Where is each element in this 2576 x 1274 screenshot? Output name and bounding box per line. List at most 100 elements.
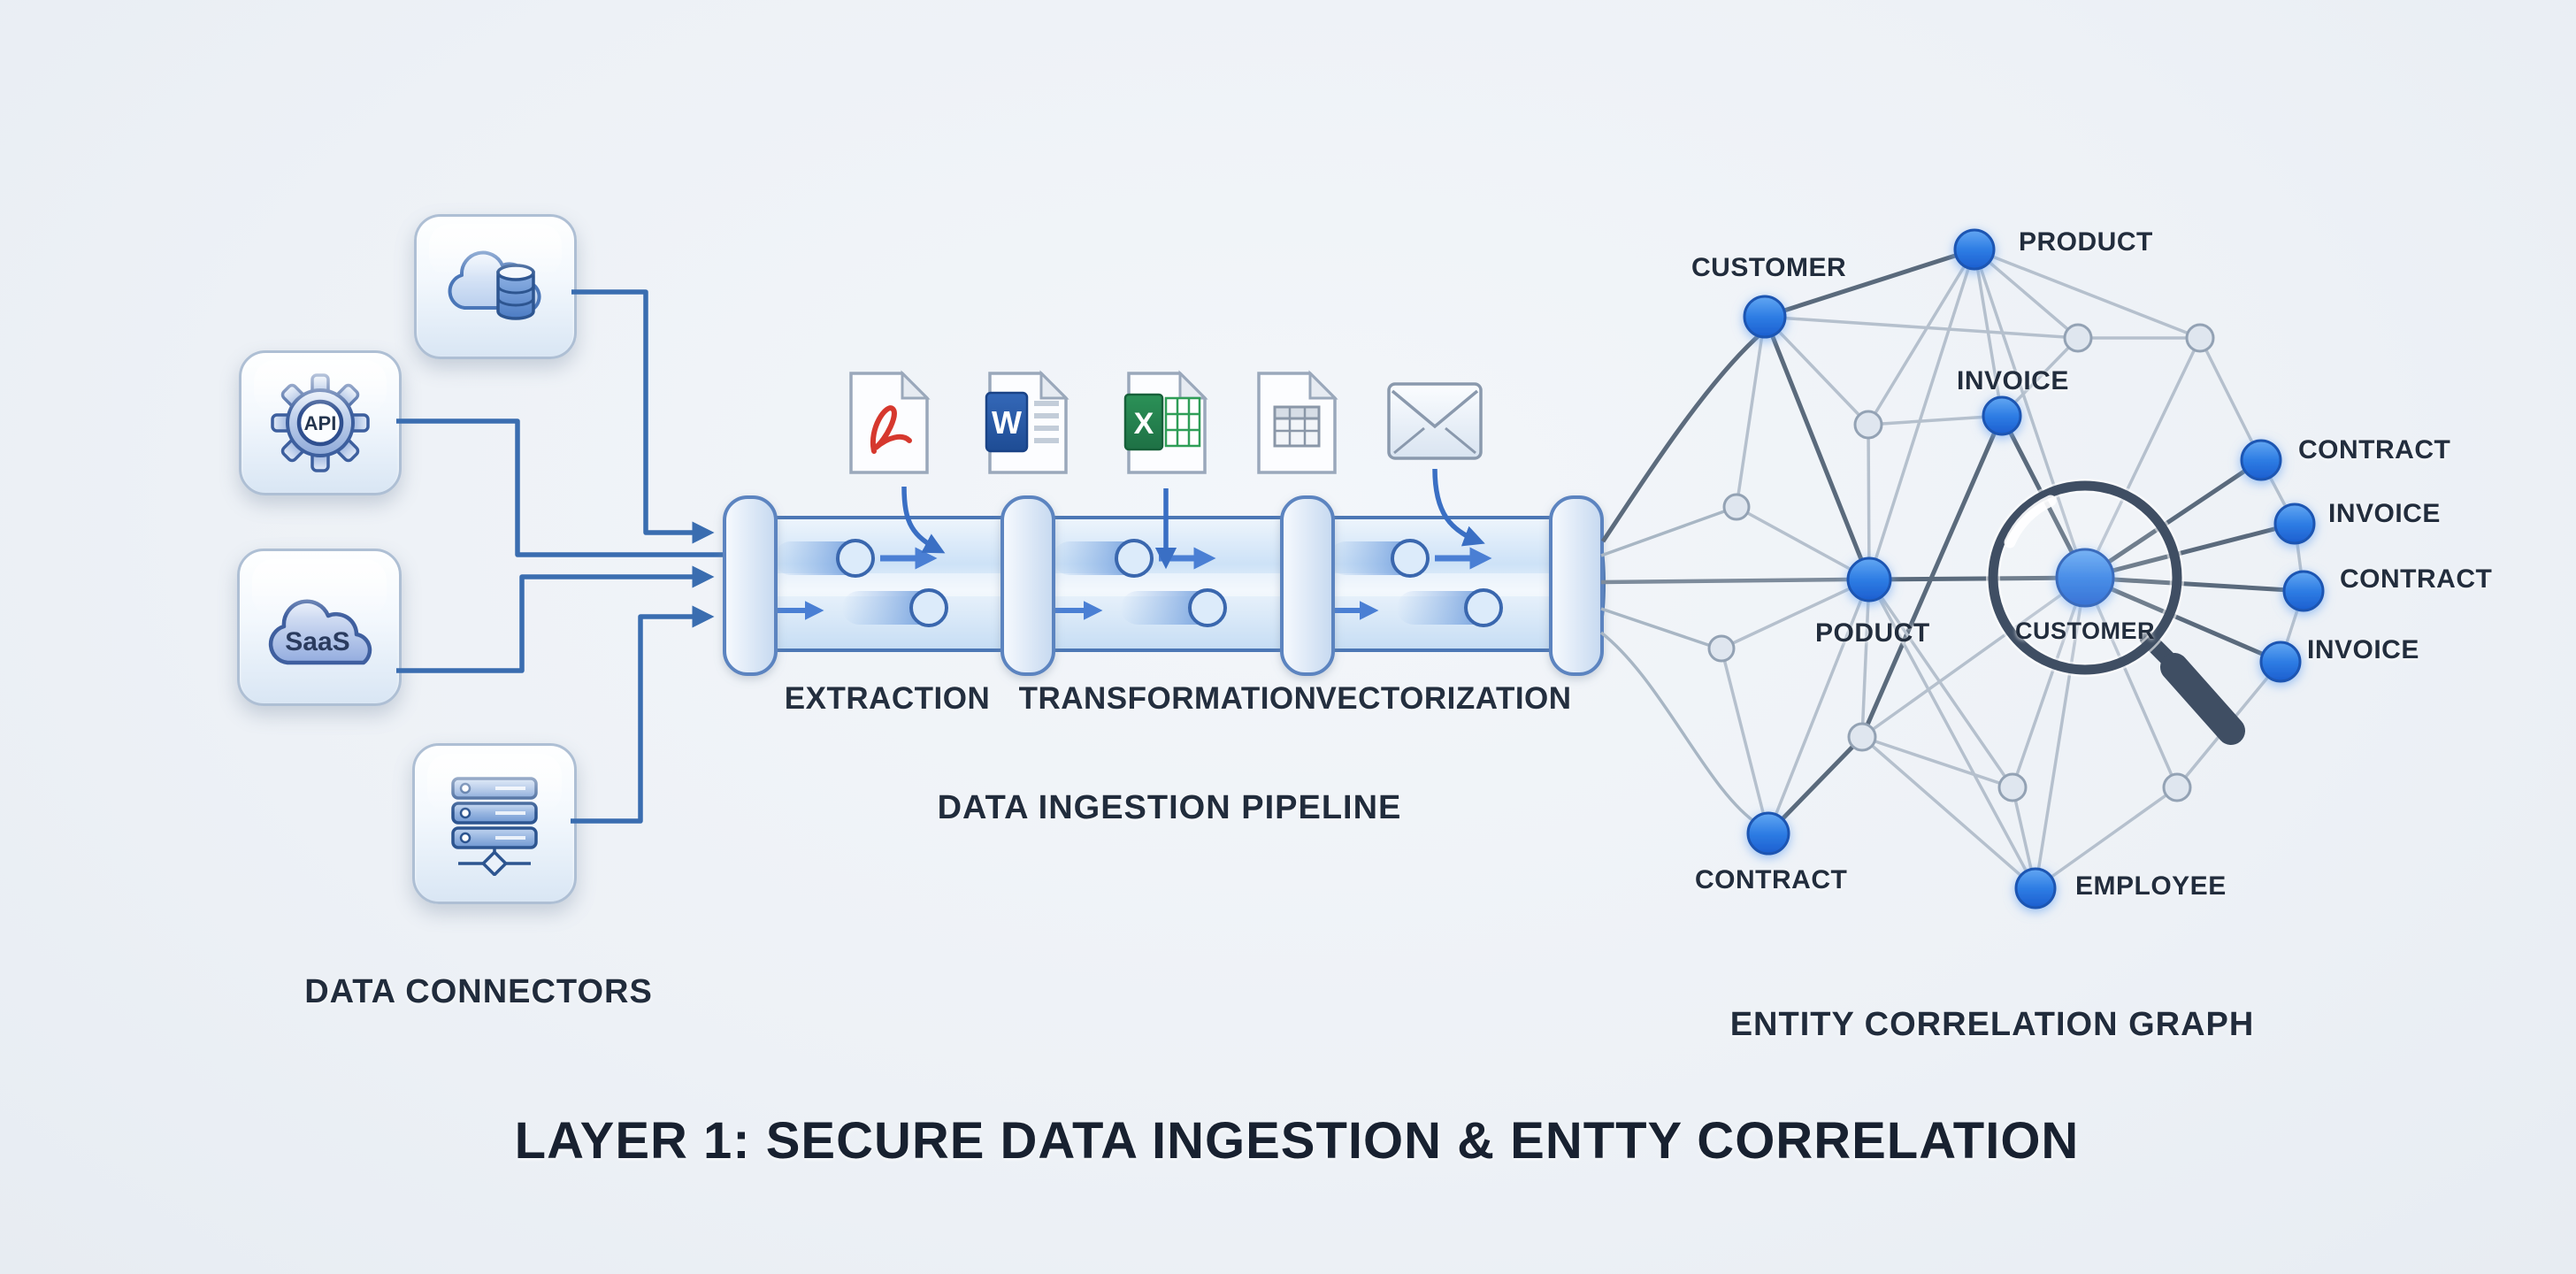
- graph-edge: [1867, 579, 2037, 889]
- pdf-icon: [849, 370, 931, 474]
- node-label-invoice-r1: INVOICE: [2328, 499, 2441, 528]
- graph-edge: [1736, 505, 1870, 581]
- graph-edge: [1861, 735, 2013, 789]
- graph-edge: [1735, 316, 1767, 508]
- entity-node-invoice_mid: [1982, 395, 2022, 436]
- graph-edge: [2083, 337, 2202, 579]
- pdf-arrow: [901, 486, 946, 554]
- graph-edge: [1860, 576, 2087, 739]
- graph-edge: [1762, 316, 1872, 580]
- node-label-contract-r1: CONTRACT: [2298, 435, 2451, 464]
- junction-node-g7: [1997, 772, 2028, 802]
- graph-edge: [2084, 521, 2296, 580]
- node-label-poduct: PODUCT: [1815, 618, 1930, 648]
- server-cluster-tile: [412, 743, 577, 904]
- graph-edge: [1974, 248, 2201, 340]
- graph-edge: [1973, 249, 2004, 417]
- node-label-customer-top: CUSTOMER: [1691, 253, 1847, 282]
- wire-saas-to-pipe: [396, 565, 715, 673]
- graph-edge: [1720, 648, 1770, 834]
- ingestion-pipe: [723, 495, 1606, 676]
- junction-node-g3: [1853, 410, 1883, 440]
- api-label: API: [304, 412, 337, 434]
- graph-edge: [1764, 315, 2079, 340]
- cloud-database-icon: [448, 250, 541, 320]
- graph-edge: [2083, 577, 2179, 788]
- connectors-caption: DATA CONNECTORS: [304, 973, 653, 1010]
- graph-edge: [1860, 735, 2037, 890]
- stage-transformation-label: TRANSFORMATION: [1018, 681, 1317, 716]
- junction-node-g8: [2162, 772, 2192, 802]
- graph-edge: [1767, 579, 1871, 834]
- entity-node-invoice_r2: [2259, 641, 2302, 683]
- document-icons: W X: [849, 370, 1483, 474]
- email-icon: [1387, 382, 1483, 460]
- excel-letter: X: [1134, 407, 1154, 441]
- pipe-couplings: [723, 495, 1604, 676]
- entity-node-contract_bl: [1746, 811, 1790, 856]
- graph-edge: [2083, 457, 2263, 580]
- word-icon: W: [985, 370, 1070, 474]
- graph-edge: [1767, 735, 1864, 835]
- entity-node-customer_center: [2055, 548, 2115, 608]
- server-icon: [451, 777, 538, 876]
- wire-cloud-to-pipe: [571, 289, 715, 544]
- graph-edge: [1973, 249, 2087, 579]
- junction-node-g1: [2063, 323, 2093, 353]
- graph-edge: [1867, 414, 2003, 426]
- graph-edge: [1868, 575, 2086, 582]
- graph-edge: [1764, 247, 1975, 319]
- stage-vectorization-label: VECTORIZATION: [1315, 681, 1572, 716]
- email-arrow: [1432, 468, 1485, 547]
- node-label-contract-bl: CONTRACT: [1695, 865, 1848, 894]
- pipe-flow-vectorization: [1324, 539, 1503, 627]
- graph-edge: [2084, 575, 2281, 664]
- node-label-invoice-r2: INVOICE: [2307, 635, 2419, 664]
- graph-edge: [2084, 575, 2304, 594]
- word-letter: W: [992, 404, 1022, 441]
- cloud-database-tile: [414, 214, 577, 359]
- magnifier-icon: [1986, 479, 2245, 745]
- api-gear-icon: API: [271, 373, 370, 472]
- saas-cloud-icon: SaaS: [268, 599, 372, 665]
- stage-extraction-label: EXTRACTION: [784, 681, 991, 716]
- wire-api-to-pipe: [396, 418, 748, 557]
- layer-title: LAYER 1: SECURE DATA INGESTION & ENTTY C…: [514, 1112, 2080, 1170]
- graph-edge: [2034, 577, 2087, 889]
- junction-node-g5: [1707, 634, 1736, 663]
- entity-node-invoice_r1: [2273, 503, 2316, 545]
- entity-node-customer_top: [1743, 295, 1787, 339]
- graph-edge: [1867, 249, 1976, 426]
- wire-server-to-pipe: [571, 605, 715, 824]
- node-label-customer-center: CUSTOMER: [2014, 618, 2156, 644]
- junction-node-g2: [2185, 323, 2215, 353]
- connector-wires: [396, 289, 748, 824]
- graph-edge: [1867, 424, 1871, 580]
- node-label-invoice-mid: INVOICE: [1957, 366, 2069, 395]
- pipe-exit-fan: [1599, 330, 1849, 826]
- graph-edge: [1763, 315, 1870, 426]
- graph-edge: [1867, 579, 2014, 788]
- junction-node-g4: [1722, 493, 1751, 521]
- api-gateway-tile: API: [239, 350, 402, 495]
- excel-icon: X: [1123, 370, 1208, 474]
- entity-node-contract_r2: [2282, 570, 2325, 612]
- graph-caption: ENTITY CORRELATION GRAPH: [1729, 1006, 2255, 1043]
- graph-edge: [2011, 577, 2087, 788]
- graph-edge: [1860, 579, 1871, 738]
- saas-label: SaaS: [285, 627, 349, 656]
- doc-ingest-arrows: [901, 468, 1485, 570]
- node-label-contract-r2: CONTRACT: [2340, 564, 2493, 594]
- node-label-product: PRODUCT: [2019, 227, 2153, 257]
- graph-edge: [1867, 249, 1976, 580]
- entity-graph: [1707, 228, 2325, 909]
- entity-node-contract_r1: [2240, 439, 2282, 481]
- entity-node-employee_b: [2014, 867, 2057, 909]
- entity-node-poduct_center: [1846, 556, 1892, 602]
- pipeline-caption: DATA INGESTION PIPELINE: [937, 789, 1402, 826]
- spreadsheet-icon: [1257, 370, 1338, 474]
- graph-edge: [1721, 578, 1870, 650]
- graph-edge: [2198, 337, 2263, 461]
